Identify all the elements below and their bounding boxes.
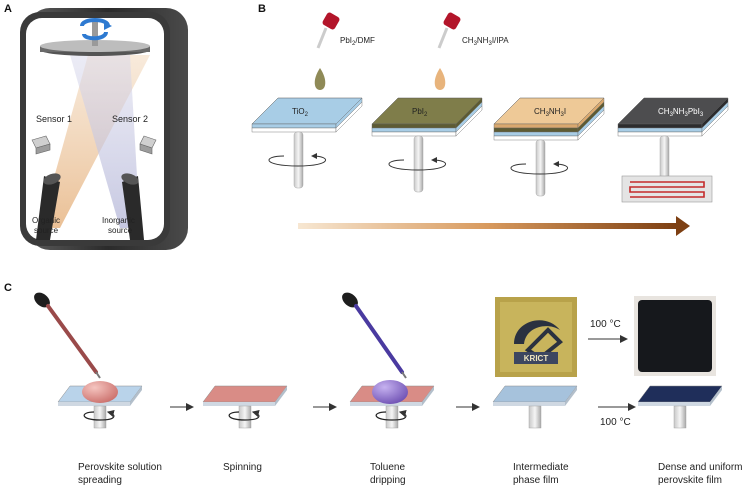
process-step-3: Toluene dripping bbox=[349, 380, 435, 486]
toluene-droplet bbox=[372, 380, 408, 404]
step-label-4-line2: phase film bbox=[513, 475, 559, 486]
process-step-4: Intermediate phase film bbox=[492, 385, 578, 486]
substrate-pbi2: PbI2 bbox=[371, 97, 483, 193]
substrate-tio2: TiO2 bbox=[251, 97, 363, 189]
step-label-5-line2: perovskite film bbox=[658, 475, 722, 486]
step-label-3-line2: dripping bbox=[370, 475, 406, 486]
intermediate-film-photo: KRICT bbox=[495, 297, 577, 377]
step-label-3-line1: Toluene bbox=[370, 462, 405, 473]
organic-source-icon bbox=[36, 173, 61, 240]
inorganic-source-icon bbox=[121, 173, 144, 240]
inorganic-source-label-1: Inorganic bbox=[102, 216, 135, 225]
step-label-5-line1: Dense and uniform bbox=[658, 462, 743, 473]
pbi2-droplet bbox=[314, 68, 326, 90]
sensor-2-icon bbox=[139, 135, 157, 155]
sensor-1-icon bbox=[31, 135, 51, 155]
process-step-2: Spinning bbox=[202, 385, 288, 473]
sensor-1-label: Sensor 1 bbox=[36, 114, 72, 124]
heater-icon bbox=[621, 175, 713, 203]
krict-logo-text: KRICT bbox=[524, 354, 549, 363]
rotation-arrow-icon bbox=[388, 157, 446, 171]
perovskite-film-photo bbox=[634, 296, 716, 376]
evaporation-chamber bbox=[20, 8, 188, 250]
substrate-pbi2-label: PbI2 bbox=[412, 107, 428, 118]
substrate-mai: CH3NH3I bbox=[493, 97, 605, 197]
substrate-mai-label: CH3NH3I bbox=[534, 107, 566, 118]
rotation-arrow-icon bbox=[510, 161, 568, 175]
spin-arrow-icon bbox=[375, 409, 407, 421]
step-label-4-line1: Intermediate bbox=[513, 462, 569, 473]
substrate-perovskite-label: CH3NH3PbI3 bbox=[658, 107, 704, 118]
process-arrow bbox=[298, 216, 690, 236]
organic-source-label-1: Organic bbox=[32, 216, 60, 225]
process-step-5: Dense and uniform perovskite film bbox=[637, 385, 743, 486]
step-label-1-line2: spreading bbox=[78, 475, 122, 486]
temp-label-bottom: 100 °C bbox=[600, 417, 631, 428]
substrate-tio2-label: TiO2 bbox=[292, 107, 309, 118]
panel-b-letter: B bbox=[258, 3, 266, 15]
dropper-mai-label: CH3NH3I/IPA bbox=[462, 36, 509, 47]
step-label-2-line1: Spinning bbox=[223, 462, 262, 473]
substrate-perovskite: CH3NH3PbI3 bbox=[617, 97, 729, 193]
inorganic-source-label-2: source bbox=[108, 226, 133, 235]
dropper-mai-icon bbox=[437, 12, 461, 49]
solution-droplet bbox=[82, 381, 118, 403]
panel-a-letter: A bbox=[4, 3, 12, 15]
organic-source-label-2: source bbox=[34, 226, 59, 235]
process-step-1: Perovskite solution spreading bbox=[57, 381, 162, 486]
rotation-icon bbox=[80, 18, 112, 41]
temp-label-top: 100 °C bbox=[590, 319, 621, 330]
mai-droplet bbox=[434, 68, 446, 90]
step-label-1-line1: Perovskite solution bbox=[78, 462, 162, 473]
pipette-pink-icon bbox=[34, 292, 101, 379]
pipette-purple-icon bbox=[342, 292, 407, 379]
rotation-arrow-icon bbox=[268, 153, 326, 167]
spin-arrow-icon bbox=[83, 409, 115, 421]
dropper-pbi2-label: PbI2/DMF bbox=[340, 36, 375, 47]
panel-c-letter: C bbox=[4, 282, 12, 294]
spin-arrow-icon bbox=[228, 409, 260, 421]
dropper-pbi2-icon bbox=[316, 12, 340, 49]
sensor-2-label: Sensor 2 bbox=[112, 114, 148, 124]
